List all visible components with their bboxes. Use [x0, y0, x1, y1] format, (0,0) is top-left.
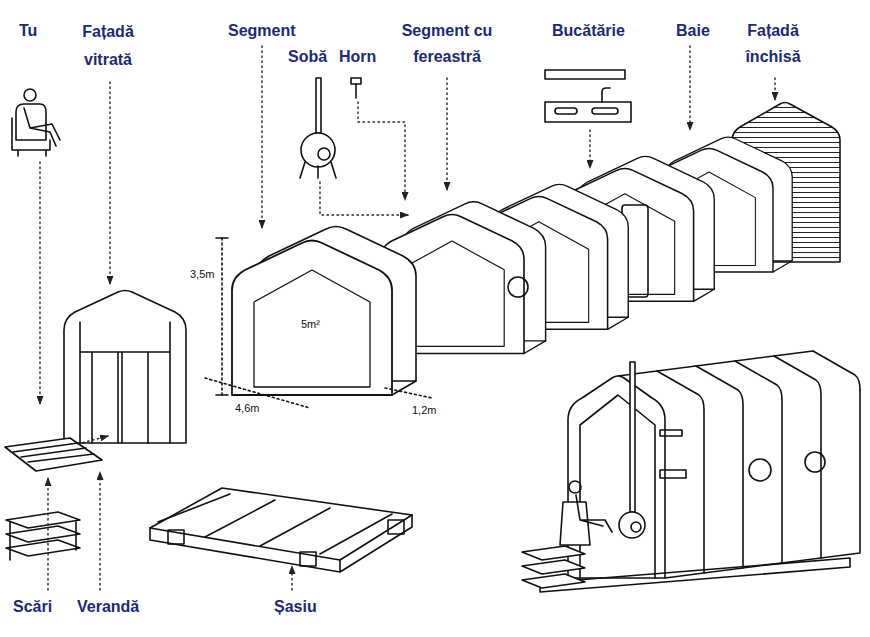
part-name: Sobă	[288, 44, 327, 70]
dimension-label: 4,6m	[235, 402, 259, 415]
dimension-label: 1,2m	[412, 404, 436, 417]
part-name: Șasiu	[274, 594, 317, 620]
part-name: Tu	[19, 18, 37, 44]
part-name: Segment	[228, 18, 296, 44]
part-name: Horn	[339, 44, 376, 70]
part-name: Bucătărie	[552, 18, 625, 44]
part-name: Scări	[13, 594, 52, 620]
part-name: Baie	[676, 18, 710, 44]
part-name: Segment cu fereastră	[397, 18, 497, 70]
part-name: Verandă	[77, 594, 139, 620]
part-name: Fațadă vitrată	[72, 18, 144, 74]
dimension-label: 3,5m	[190, 268, 214, 281]
part-name: Fațadă închisă	[733, 18, 813, 70]
area-label: 5m²	[301, 318, 320, 331]
